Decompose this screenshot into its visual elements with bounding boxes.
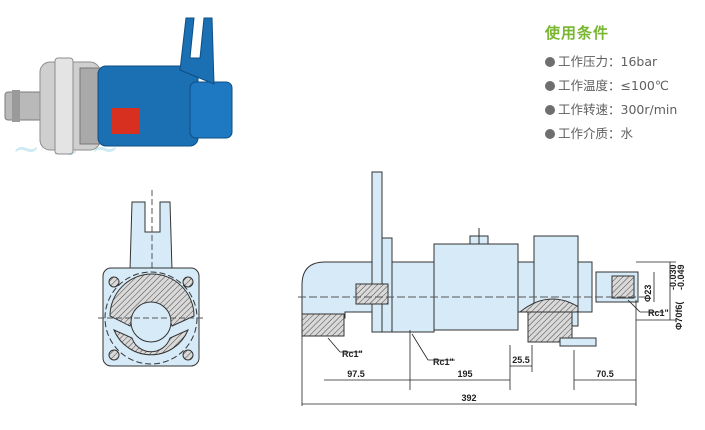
- spec-label: 工作温度: [558, 78, 609, 93]
- specs-title: 使用条件: [545, 24, 610, 42]
- front-view: [98, 190, 206, 367]
- product-photo: ~ ≈ ~: [4, 17, 233, 169]
- usage-conditions: 使用条件 工作压力：16bar 工作温度：≤100℃ 工作转速：300r/min…: [545, 22, 677, 146]
- spec-temperature: 工作温度：≤100℃: [545, 74, 677, 98]
- bullet-icon: [545, 81, 555, 91]
- dimension-97-5: 97.5: [347, 369, 365, 379]
- spec-value: 300r/min: [620, 102, 678, 117]
- spec-label: 工作压力: [558, 54, 609, 69]
- bullet-icon: [545, 57, 555, 67]
- dimension-phi23: Φ23: [643, 285, 653, 302]
- spec-label: 工作转速: [558, 102, 609, 117]
- callout-rc1-left: Rc1": [342, 349, 363, 359]
- dimension-70-5: 70.5: [596, 369, 614, 379]
- spec-value: 水: [620, 126, 634, 141]
- callout-rc1-mid: Rc1": [433, 357, 454, 367]
- spec-value: ≤100℃: [620, 78, 669, 93]
- bullet-icon: [545, 105, 555, 115]
- dimension-195: 195: [457, 369, 472, 379]
- spec-medium: 工作介质：水: [545, 122, 677, 146]
- dimension-phi70: Φ70f6(: [674, 302, 684, 330]
- spec-speed: 工作转速：300r/min: [545, 98, 677, 122]
- tolerance-upper: -0.030: [668, 264, 678, 290]
- spec-pressure: 工作压力：16bar: [545, 50, 677, 74]
- spec-value: 16bar: [620, 54, 658, 69]
- dimension-25-5: 25.5: [512, 355, 530, 365]
- side-view: [298, 171, 645, 347]
- tolerance-lower: -0.049: [676, 264, 686, 290]
- dimension-392: 392: [461, 393, 476, 403]
- dimension-lines: [301, 261, 676, 406]
- callout-rc1-right: Rc1": [648, 308, 669, 318]
- spec-label: 工作介质: [558, 126, 609, 141]
- bullet-icon: [545, 129, 555, 139]
